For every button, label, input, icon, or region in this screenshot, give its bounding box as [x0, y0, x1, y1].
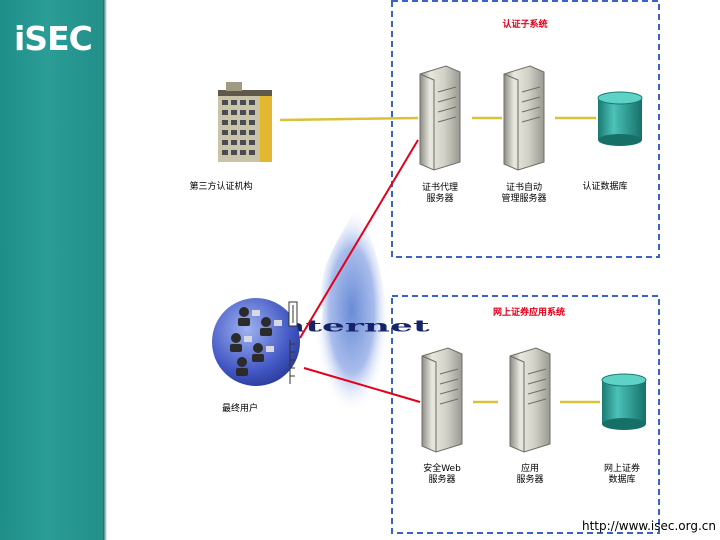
app-system-box [391, 295, 660, 534]
link-internet-app [303, 367, 421, 403]
auth-database-label: 认证数据库 [582, 182, 628, 192]
isec-logo: iSEC [14, 19, 93, 58]
connection-lines [279, 116, 600, 404]
auth-database-icon [597, 91, 643, 146]
third-party-building-icon [218, 82, 272, 162]
link-internet-auth [299, 139, 419, 339]
sidebar-edge [103, 0, 107, 540]
footer-url: http://www.isec.org.cn [582, 519, 716, 533]
app-system-title: 网上证券应用系统 [492, 308, 565, 318]
third-party-label: 第三方认证机构 [189, 182, 253, 192]
app-server-label: 应用 服务器 [516, 464, 544, 485]
network-bar-icon [288, 301, 298, 384]
app-server-icon [509, 347, 551, 453]
end-user-globe-icon [212, 298, 300, 386]
cert-proxy-server-label: 证书代理 服务器 [421, 183, 458, 204]
secure-web-server-icon [421, 347, 463, 453]
end-user-label: 最终用户 [221, 404, 258, 414]
securities-database-label: 网上证券 数据库 [603, 464, 640, 485]
internet-cloud: Internet [262, 206, 430, 415]
securities-database-icon [601, 373, 647, 430]
auth-subsystem-title: 认证子系统 [502, 20, 548, 30]
cert-proxy-server-icon [419, 65, 461, 171]
auth-subsystem-box [391, 0, 660, 258]
left-sidebar [0, 0, 103, 540]
link-thirdparty-auth [279, 116, 419, 122]
secure-web-server-label: 安全Web 服务器 [423, 464, 461, 485]
cert-manager-server-icon [503, 65, 545, 171]
cert-manager-server-label: 证书自动 管理服务器 [501, 183, 547, 204]
